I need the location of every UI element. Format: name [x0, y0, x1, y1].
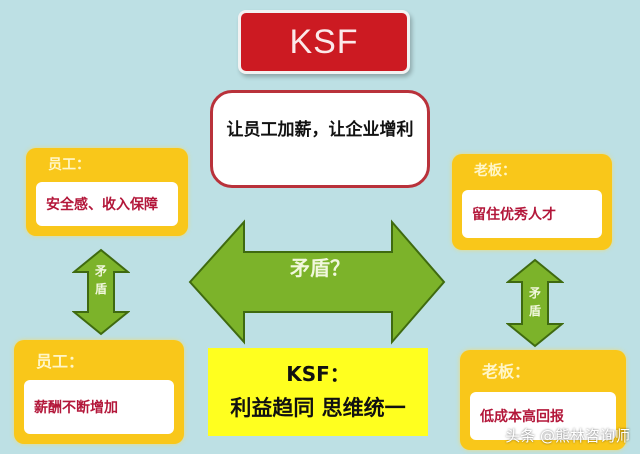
- card-text: 留住优秀人才: [462, 190, 602, 238]
- conclusion-line2: 利益趋同 思维统一: [230, 396, 406, 420]
- conclusion-box: KSF： 利益趋同 思维统一: [208, 348, 428, 436]
- card-role: 老板：: [482, 362, 531, 381]
- boss-card-top: 老板： 留住优秀人才: [452, 154, 612, 250]
- card-role: 老板：: [474, 163, 516, 179]
- double-arrow-vertical-left-icon: [72, 248, 130, 336]
- slogan-text: 让员工加薪，让企业增利: [226, 120, 414, 140]
- card-text: 薪酬不断增加: [24, 380, 174, 434]
- card-role: 员工：: [36, 352, 85, 371]
- left-conflict-label: 矛 盾: [94, 264, 107, 296]
- double-arrow-vertical-right-icon: [506, 258, 564, 348]
- conflict-label: 矛盾？: [290, 256, 350, 280]
- title-text: KSF: [289, 22, 359, 61]
- title-box: KSF: [238, 10, 410, 74]
- card-text: 低成本高回报: [470, 392, 616, 440]
- boss-card-bottom: 老板： 低成本高回报: [460, 350, 626, 450]
- right-conflict-label: 矛 盾: [528, 286, 541, 318]
- double-arrow-horizontal-icon: [188, 219, 446, 345]
- card-role: 员工：: [48, 157, 90, 173]
- employee-card-bottom: 员工： 薪酬不断增加: [14, 340, 184, 444]
- card-text: 安全感、收入保障: [36, 182, 178, 226]
- slogan-box: 让员工加薪，让企业增利: [210, 90, 430, 188]
- watermark: 头条 @熊林咨询师: [505, 427, 630, 445]
- employee-card-top: 员工： 安全感、收入保障: [26, 148, 188, 236]
- conclusion-line1: KSF：: [286, 362, 350, 386]
